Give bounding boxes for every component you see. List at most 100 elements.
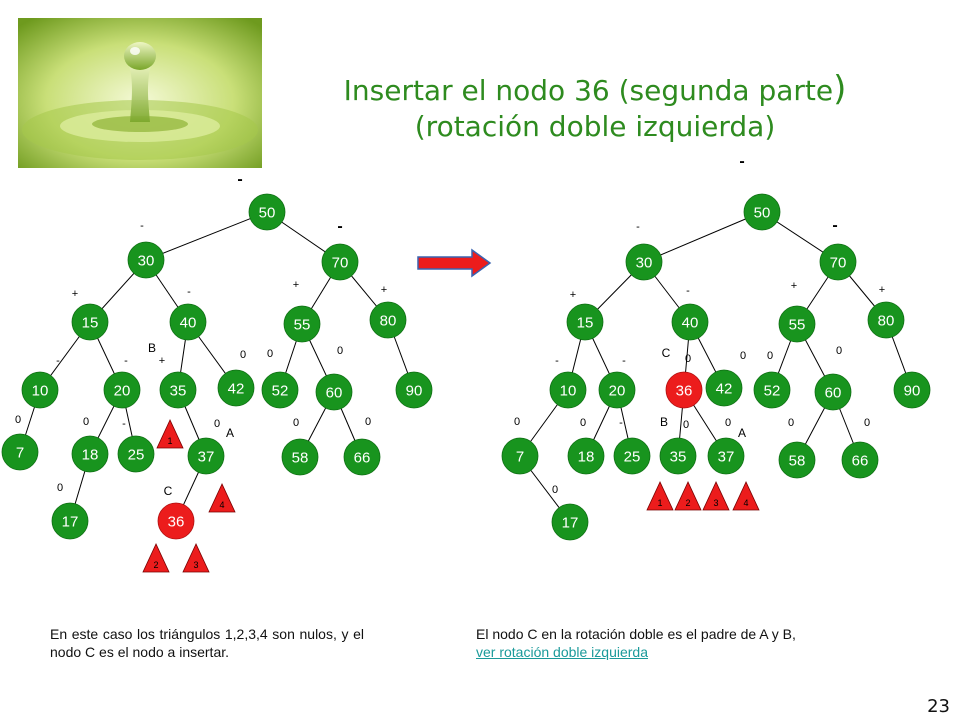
- node-circle: [598, 371, 636, 409]
- balance-factor: -: [739, 153, 744, 170]
- node-circle: [778, 441, 816, 479]
- subtree-triangle-4: 4: [208, 483, 236, 513]
- balance-factor: 0: [514, 416, 520, 428]
- node-value: 58: [789, 453, 806, 470]
- node-value: 15: [577, 315, 594, 332]
- subtree-triangle-3: 3: [182, 543, 210, 573]
- node-value: 66: [852, 453, 869, 470]
- node-circle: [867, 301, 905, 339]
- caption-right-text: El nodo C en la rotación doble es el pad…: [476, 626, 796, 642]
- node-circle: [51, 502, 89, 540]
- caption-right: El nodo C en la rotación doble es el pad…: [476, 625, 806, 661]
- node-value: 52: [272, 383, 289, 400]
- node-circle: [71, 303, 109, 341]
- node-role-label-A: A: [738, 426, 746, 440]
- balance-factor: 0: [767, 350, 773, 362]
- node-circle: [187, 437, 225, 475]
- tree-node-17: 17: [51, 502, 89, 540]
- balance-factor: +: [791, 280, 797, 292]
- node-value: 37: [718, 449, 735, 466]
- node-value: 35: [170, 383, 187, 400]
- node-role-label-A: A: [226, 426, 234, 440]
- node-circle: [261, 371, 299, 409]
- node-circle: [501, 437, 539, 475]
- balance-factor: 0: [864, 417, 870, 429]
- balance-factor: +: [72, 288, 78, 300]
- tree-node-30: 30: [625, 243, 663, 281]
- tree-edge: [145, 211, 268, 261]
- tree-node-55: 55: [778, 305, 816, 343]
- balance-factor: 0: [57, 482, 63, 494]
- node-value: 18: [82, 447, 99, 464]
- balance-factor: -: [337, 218, 342, 235]
- tree-node-37: 37: [707, 437, 745, 475]
- node-value: 80: [878, 313, 895, 330]
- tree-node-40: 40: [671, 303, 709, 341]
- tree-node-7: 7: [1, 433, 39, 471]
- balance-factor: -: [122, 418, 126, 430]
- node-role-label-C: C: [662, 346, 671, 360]
- node-circle: [753, 371, 791, 409]
- node-circle: [127, 241, 165, 279]
- double-rotation-link[interactable]: ver rotación doble izquierda: [476, 644, 648, 660]
- node-value: 55: [294, 317, 311, 334]
- node-circle: [551, 503, 589, 541]
- slide-title-line-1: Insertar el nodo 36 (segunda parte): [270, 72, 920, 108]
- node-value: 17: [62, 514, 79, 531]
- node-circle: [21, 371, 59, 409]
- balance-factor: +: [159, 355, 165, 367]
- water-drop-image: [18, 18, 262, 168]
- balance-factor: -: [124, 355, 128, 367]
- tree-node-80: 80: [867, 301, 905, 339]
- node-value: 36: [676, 383, 693, 400]
- triangle-number: 3: [713, 498, 718, 508]
- subtree-triangle-4: 4: [732, 481, 760, 511]
- node-circle: [613, 437, 651, 475]
- balance-factor: -: [622, 355, 626, 367]
- tree-node-25: 25: [117, 435, 155, 473]
- node-circle: [169, 303, 207, 341]
- tree-node-18: 18: [567, 437, 605, 475]
- tree-node-50: 50: [743, 193, 781, 231]
- node-circle: [343, 438, 381, 476]
- tree-node-10: 10: [21, 371, 59, 409]
- node-circle: [157, 502, 195, 540]
- tree-node-17: 17: [551, 503, 589, 541]
- balance-factor: -: [686, 285, 690, 297]
- node-circle: [117, 435, 155, 473]
- node-circle: [369, 301, 407, 339]
- tree-node-18: 18: [71, 435, 109, 473]
- node-circle: [671, 303, 709, 341]
- node-circle: [71, 435, 109, 473]
- triangle-number: 4: [743, 498, 748, 508]
- node-circle: [217, 369, 255, 407]
- balance-factor: +: [293, 279, 299, 291]
- node-circle: [315, 373, 353, 411]
- node-circle: [665, 371, 703, 409]
- tree-node-35: 35: [659, 437, 697, 475]
- node-role-label-B: B: [148, 341, 156, 355]
- subtree-triangle-1: 1: [646, 481, 674, 511]
- tree-node-40: 40: [169, 303, 207, 341]
- triangle-number: 2: [153, 560, 158, 570]
- node-circle: [778, 305, 816, 343]
- balance-factor: -: [619, 417, 623, 429]
- node-circle: [841, 441, 879, 479]
- node-value: 80: [380, 313, 397, 330]
- balance-factor: 0: [740, 350, 746, 362]
- node-circle: [625, 243, 663, 281]
- tree-node-36: 36: [665, 371, 703, 409]
- node-value: 18: [578, 449, 595, 466]
- node-circle: [1, 433, 39, 471]
- balance-factor: -: [187, 286, 191, 298]
- node-value: 30: [138, 253, 155, 270]
- balance-factor: 0: [683, 419, 689, 431]
- node-value: 7: [16, 445, 24, 462]
- tree-node-55: 55: [283, 305, 321, 343]
- node-value: 52: [764, 383, 781, 400]
- balance-factor: 0: [365, 416, 371, 428]
- node-value: 30: [636, 255, 653, 272]
- balance-factor: 0: [83, 416, 89, 428]
- node-value: 25: [128, 447, 145, 464]
